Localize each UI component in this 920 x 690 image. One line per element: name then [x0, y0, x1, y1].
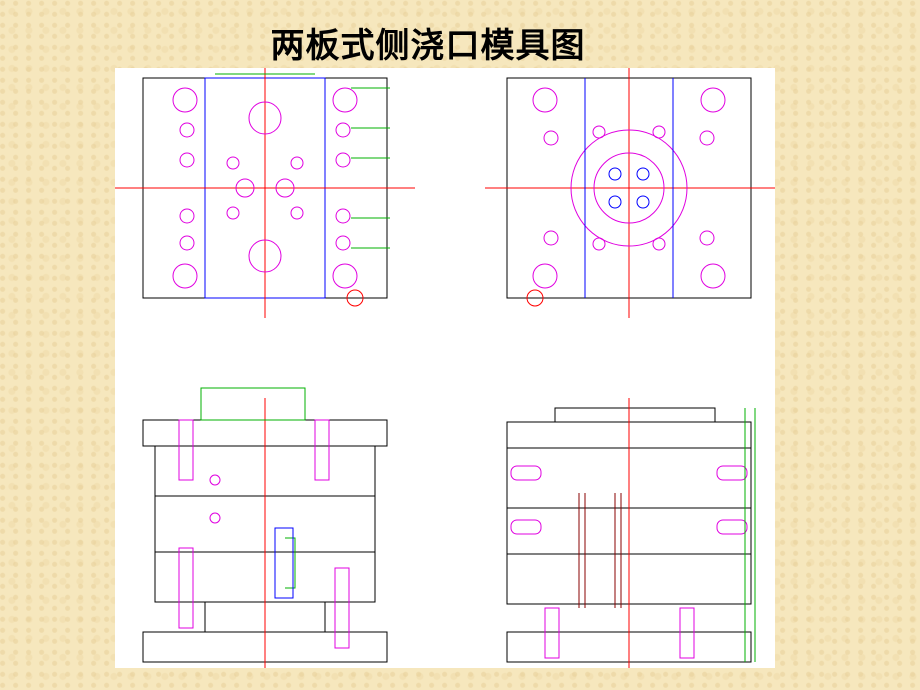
slide-title: 两板式侧浇口模具图	[270, 26, 586, 66]
section-view-side	[506, 398, 756, 668]
top-view-moving-half	[115, 68, 415, 318]
section-view-front	[142, 387, 388, 668]
mold-drawing	[115, 68, 775, 668]
top-view-fixed-half	[485, 68, 775, 318]
cad-drawing-svg	[115, 68, 775, 668]
